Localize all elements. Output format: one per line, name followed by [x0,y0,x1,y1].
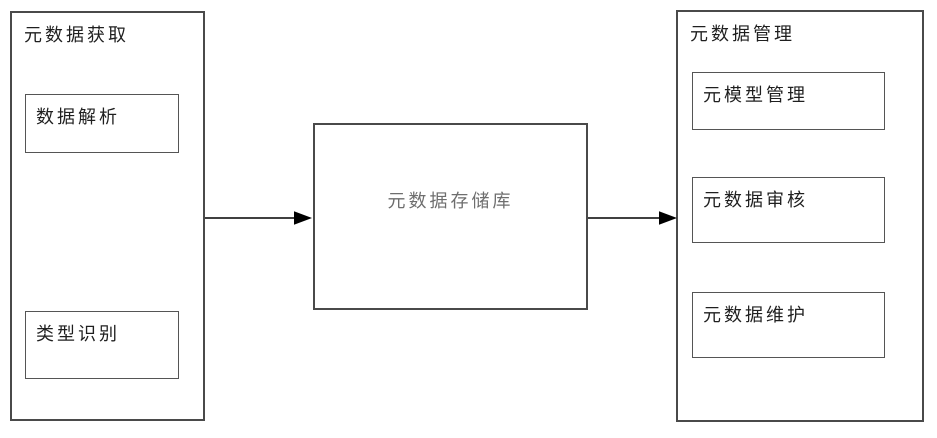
group-title-metadata-acquisition: 元数据获取 [24,25,129,46]
group-box-metadata-acquisition: 元数据获取 数据解析 类型识别 [10,11,205,421]
node-data-parsing: 数据解析 [25,94,179,153]
node-label-data-parsing: 数据解析 [36,107,120,128]
group-title-metadata-management: 元数据管理 [690,24,795,45]
node-label-metadata-review: 元数据审核 [703,190,808,211]
node-metamodel-management: 元模型管理 [692,72,885,130]
node-metadata-repository: 元数据存储库 [313,123,588,310]
group-box-metadata-management: 元数据管理 元模型管理 元数据审核 元数据维护 [676,10,924,422]
node-label-metadata-repository: 元数据存储库 [387,191,514,212]
arrow-repository-to-management-icon [588,211,677,225]
node-label-metadata-maintenance: 元数据维护 [703,305,808,326]
node-metadata-review: 元数据审核 [692,177,885,243]
node-label-type-recognition: 类型识别 [36,324,120,345]
node-type-recognition: 类型识别 [25,311,179,379]
node-label-metamodel-management: 元模型管理 [703,85,808,106]
node-metadata-maintenance: 元数据维护 [692,292,885,358]
arrow-acquisition-to-repository-icon [205,211,312,225]
